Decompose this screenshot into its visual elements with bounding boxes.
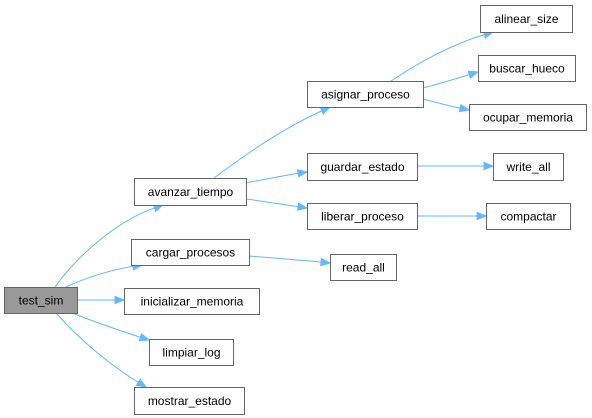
node-label: cargar_procesos: [146, 246, 235, 260]
edge-guardar-estado-to-write-all: [417, 161, 495, 171]
arrowhead-icon: [114, 295, 126, 305]
node-test-sim[interactable]: test_sim: [4, 287, 78, 314]
edge-line: [55, 312, 139, 383]
edges-layer: [54, 30, 495, 388]
node-box: [478, 55, 576, 82]
edge-test-sim-to-cargar-procesos: [65, 262, 144, 288]
node-guardar-estado[interactable]: guardar_estado: [307, 153, 418, 181]
edge-line: [245, 198, 299, 208]
node-box: [131, 239, 250, 266]
node-ocupar-memoria[interactable]: ocupar_memoria: [469, 104, 587, 131]
node-box: [307, 153, 418, 181]
node-inicializar-memoria[interactable]: inicializar_memoria: [124, 288, 260, 315]
node-label: ocupar_memoria: [483, 111, 573, 125]
edge-avanzar-tiempo-to-liberar-proceso: [245, 198, 309, 211]
edge-line: [54, 207, 155, 288]
arrowhead-icon: [320, 257, 332, 267]
node-box: [4, 287, 78, 314]
node-box: [469, 104, 587, 131]
arrowhead-icon: [483, 161, 495, 171]
edge-line: [65, 265, 134, 288]
edge-test-sim-to-mostrar-estado: [55, 312, 148, 388]
edge-liberar-proceso-to-compactar: [416, 211, 488, 221]
node-label: alinear_size: [494, 12, 558, 26]
arrowhead-icon: [458, 103, 471, 113]
edge-line: [248, 255, 322, 263]
edge-asignar-proceso-to-buscar-hueco: [422, 70, 480, 89]
node-label: compactar: [500, 210, 556, 224]
edge-line: [390, 34, 485, 82]
node-label: mostrar_estado: [148, 394, 232, 408]
node-label: write_all: [505, 160, 550, 174]
node-box: [134, 178, 247, 206]
arrowhead-icon: [467, 70, 480, 79]
node-write-all[interactable]: write_all: [493, 153, 564, 181]
edge-line: [71, 312, 141, 338]
node-alinear-size[interactable]: alinear_size: [480, 5, 573, 33]
node-label: guardar_estado: [320, 160, 404, 174]
node-label: test_sim: [19, 294, 64, 308]
node-label: liberar_proceso: [321, 210, 404, 224]
edge-line: [422, 74, 470, 89]
node-box: [149, 339, 234, 366]
node-box: [330, 254, 397, 281]
node-asignar-proceso[interactable]: asignar_proceso: [307, 81, 424, 108]
arrowhead-icon: [319, 106, 332, 115]
node-box: [307, 203, 418, 230]
node-avanzar-tiempo[interactable]: avanzar_tiempo: [134, 178, 247, 206]
node-box: [124, 288, 260, 315]
node-box: [486, 203, 571, 230]
node-box: [480, 5, 573, 33]
node-read-all[interactable]: read_all: [330, 254, 397, 281]
node-limpiar-log[interactable]: limpiar_log: [149, 339, 234, 366]
edge-asignar-proceso-to-ocupar-memoria: [422, 98, 471, 113]
nodes-layer: test_sim avanzar_tiempo cargar_procesosini…: [4, 5, 587, 415]
arrowhead-icon: [476, 211, 488, 221]
node-label: limpiar_log: [162, 346, 220, 360]
node-liberar-proceso[interactable]: liberar_proceso: [307, 203, 418, 230]
arrowhead-icon: [135, 378, 148, 388]
node-box: [134, 387, 245, 415]
node-label: inicializar_memoria: [141, 295, 244, 309]
node-box: [307, 81, 424, 108]
arrowhead-icon: [296, 169, 309, 178]
node-label: read_all: [342, 261, 385, 275]
edge-line: [213, 110, 323, 179]
edge-avanzar-tiempo-to-guardar-estado: [245, 169, 309, 184]
node-label: avanzar_tiempo: [148, 185, 234, 199]
edge-line: [245, 172, 299, 184]
arrowhead-icon: [138, 332, 151, 342]
edge-test-sim-to-limpiar-log: [71, 312, 151, 342]
edge-asignar-proceso-to-alinear-size: [390, 30, 495, 82]
edge-cargar-procesos-to-read-all: [248, 255, 332, 267]
node-compactar[interactable]: compactar: [486, 203, 571, 230]
arrowhead-icon: [296, 202, 309, 211]
node-mostrar-estado[interactable]: mostrar_estado: [134, 387, 245, 415]
node-cargar-procesos[interactable]: cargar_procesos: [131, 239, 250, 266]
edge-line: [422, 98, 461, 109]
node-label: asignar_proceso: [321, 88, 410, 102]
node-buscar-hueco[interactable]: buscar_hueco: [478, 55, 576, 82]
edge-test-sim-to-inicializar-memoria: [76, 295, 126, 305]
node-label: buscar_hueco: [489, 62, 565, 76]
node-box: [493, 153, 564, 181]
